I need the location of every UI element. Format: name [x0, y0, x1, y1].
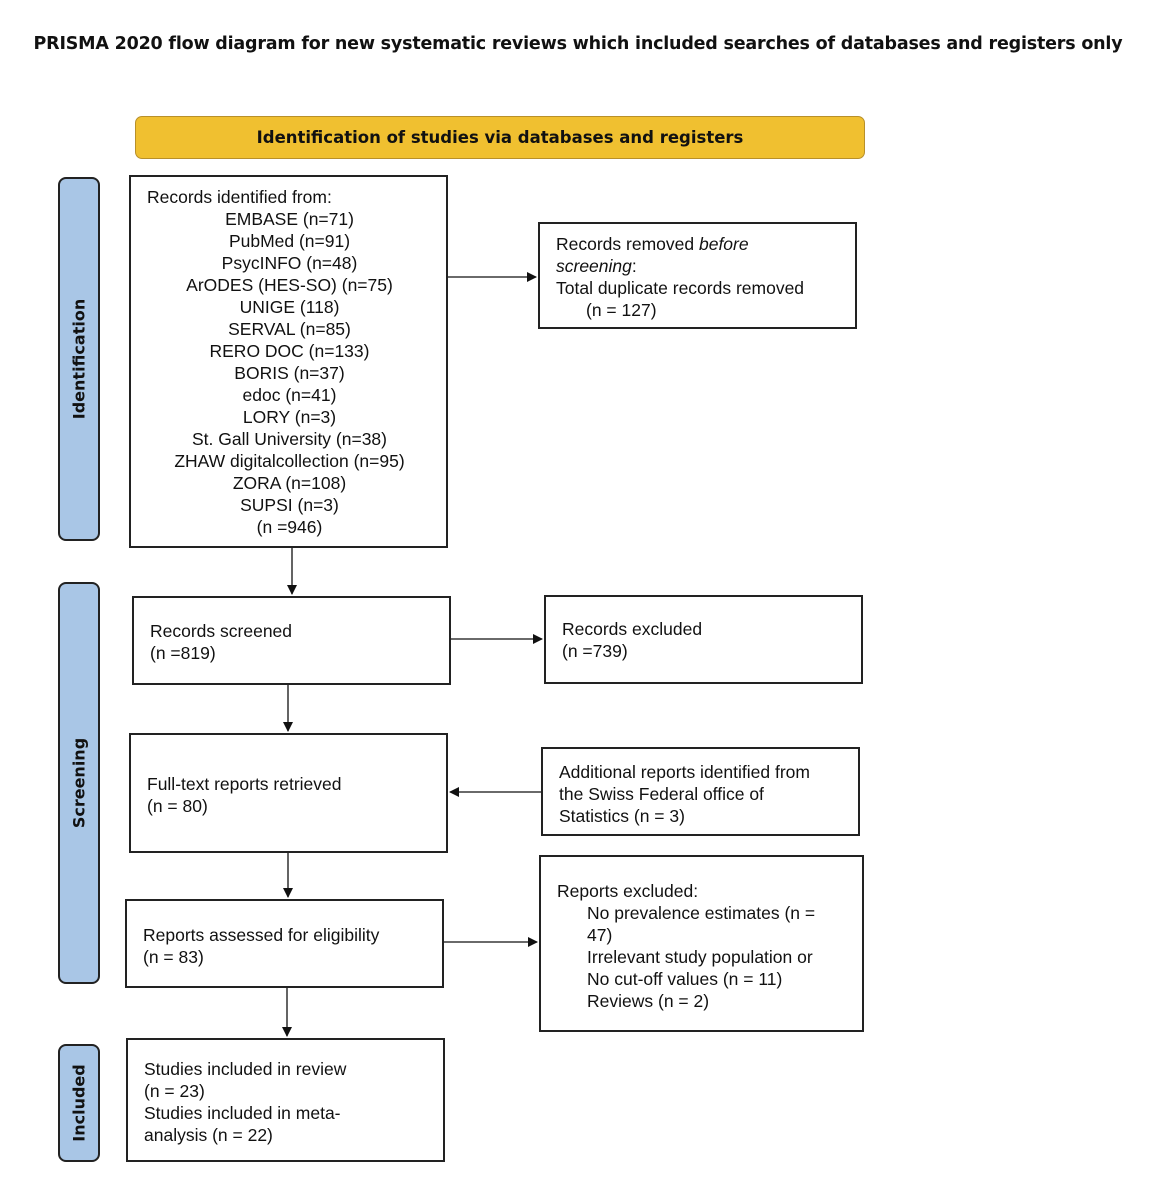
included-line2: (n = 23) — [144, 1081, 205, 1101]
source-item: (n =946) — [256, 517, 323, 537]
reports-excluded-line2: 47) — [587, 925, 613, 945]
reports-excluded-line3: Irrelevant study population or — [587, 947, 813, 967]
additional-line3: Statistics (n = 3) — [559, 806, 685, 826]
source-item: EMBASE (n=71) — [225, 209, 354, 229]
records-removed-box: Records removed before screening: Total … — [538, 222, 857, 329]
records-removed-line1: Records removed before — [556, 234, 749, 254]
records-identified-box: Records identified from: EMBASE (n=71)Pu… — [129, 175, 448, 548]
reports-excluded-box: Reports excluded: No prevalence estimate… — [539, 855, 864, 1032]
assessed-count: (n = 83) — [143, 947, 204, 967]
phase-screening: Screening — [58, 582, 100, 984]
fulltext-count: (n = 80) — [147, 796, 208, 816]
reports-excluded-line5: Reviews (n = 2) — [587, 991, 710, 1011]
source-item: St. Gall University (n=38) — [192, 429, 387, 449]
additional-line1: Additional reports identified from — [559, 762, 810, 782]
source-item: BORIS (n=37) — [234, 363, 345, 383]
source-item: PsycINFO (n=48) — [221, 253, 358, 273]
records-screened-label: Records screened — [150, 621, 293, 641]
source-item: ZORA (n=108) — [232, 473, 347, 493]
source-item: SUPSI (n=3) — [240, 495, 339, 515]
reports-excluded-heading: Reports excluded: — [557, 881, 699, 901]
records-screened-count: (n =819) — [150, 643, 216, 663]
identification-banner: Identification of studies via databases … — [135, 116, 865, 159]
records-removed-count: (n = 127) — [586, 300, 657, 320]
records-removed-line2: screening: — [556, 256, 637, 276]
included-box: Studies included in review (n = 23) Stud… — [126, 1038, 445, 1162]
records-removed-line3: Total duplicate records removed — [556, 278, 805, 298]
records-screened-box: Records screened (n =819) — [132, 596, 451, 685]
phase-identification: Identification — [58, 177, 100, 541]
included-line4: analysis (n = 22) — [144, 1125, 273, 1145]
reports-excluded-line1: No prevalence estimates (n = — [587, 903, 816, 923]
records-excluded-label: Records excluded — [562, 619, 703, 639]
included-line3: Studies included in meta- — [144, 1103, 341, 1123]
source-item: PubMed (n=91) — [228, 231, 351, 251]
reports-excluded-line4: No cut-off values (n = 11) — [587, 969, 783, 989]
source-item: ArODES (HES-SO) (n=75) — [186, 275, 393, 295]
assessed-box: Reports assessed for eligibility (n = 83… — [125, 899, 444, 988]
source-list: EMBASE (n=71)PubMed (n=91)PsycINFO (n=48… — [131, 208, 448, 538]
records-excluded-box: Records excluded (n =739) — [544, 595, 863, 684]
source-item: edoc (n=41) — [242, 385, 337, 405]
additional-line2: the Swiss Federal office of — [559, 784, 764, 804]
additional-reports-box: Additional reports identified from the S… — [541, 747, 860, 836]
phase-included: Included — [58, 1044, 100, 1162]
source-item: UNIGE (118) — [239, 297, 340, 317]
assessed-label: Reports assessed for eligibility — [143, 925, 380, 945]
source-item: RERO DOC (n=133) — [209, 341, 370, 361]
fulltext-box: Full-text reports retrieved (n = 80) — [129, 733, 448, 853]
diagram-title: PRISMA 2020 flow diagram for new systema… — [33, 34, 1123, 54]
records-excluded-count: (n =739) — [562, 641, 628, 661]
source-item: ZHAW digitalcollection (n=95) — [174, 451, 405, 471]
fulltext-label: Full-text reports retrieved — [147, 774, 342, 794]
source-item: LORY (n=3) — [242, 407, 337, 427]
records-identified-heading: Records identified from: — [147, 187, 332, 207]
included-line1: Studies included in review — [144, 1059, 347, 1079]
source-item: SERVAL (n=85) — [228, 319, 351, 339]
